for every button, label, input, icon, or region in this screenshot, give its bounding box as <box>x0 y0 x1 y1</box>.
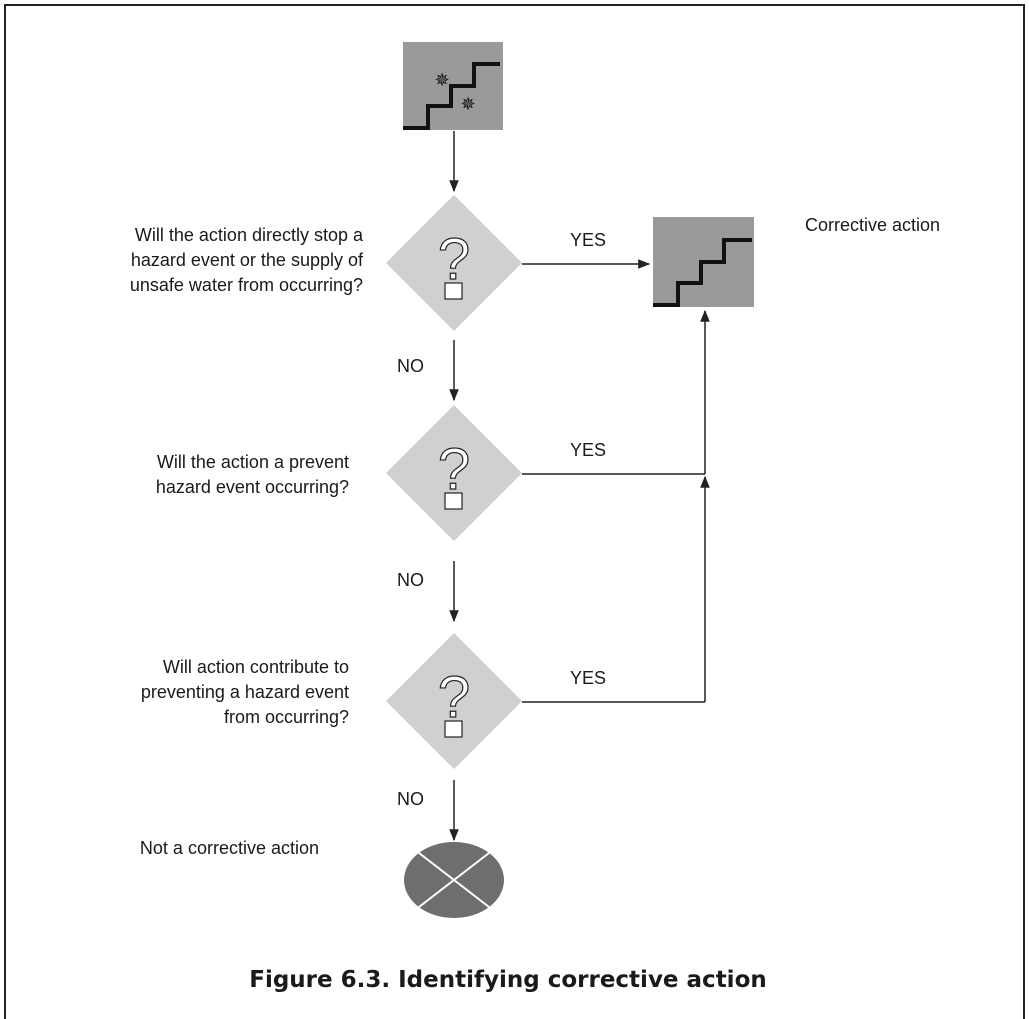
question-2-line-2: hazard event occurring? <box>156 477 349 497</box>
not-corrective-end-icon <box>404 842 504 918</box>
question-mark-icon: ? <box>438 437 470 502</box>
hazard-staircase-icon: ✵ ✵ <box>403 42 503 130</box>
corrective-action-label: Corrective action <box>805 215 940 235</box>
question-mark-dot <box>444 282 463 300</box>
question-mark-icon: ? <box>438 665 470 730</box>
no-label-2: NO <box>397 570 424 590</box>
question-mark-dot <box>444 492 463 510</box>
corrective-action-staircase-icon <box>653 217 754 307</box>
question-3-line-2: preventing a hazard event <box>141 682 349 702</box>
yes-label-1: YES <box>570 230 606 250</box>
question-3-line-1: Will action contribute to <box>163 657 349 677</box>
yes-label-2: YES <box>570 440 606 460</box>
question-1-line-1: Will the action directly stop a <box>135 225 364 245</box>
decision-diamond-2: ? <box>386 405 522 541</box>
not-corrective-label: Not a corrective action <box>140 838 319 858</box>
question-1-line-2: hazard event or the supply of <box>131 250 364 270</box>
question-mark-dot <box>444 720 463 738</box>
no-label-1: NO <box>397 356 424 376</box>
yes-label-3: YES <box>570 668 606 688</box>
question-3-line-3: from occurring? <box>224 707 349 727</box>
question-2-line-1: Will the action a prevent <box>157 452 349 472</box>
decision-diamond-3: ? <box>386 633 522 769</box>
question-mark-icon: ? <box>438 227 470 292</box>
no-label-3: NO <box>397 789 424 809</box>
decision-diamond-1: ? <box>386 195 522 331</box>
question-1-line-3: unsafe water from occurring? <box>130 275 363 295</box>
hazard-spark-icon: ✵ <box>434 70 449 91</box>
figure-frame <box>4 4 1025 1019</box>
hazard-spark-icon: ✵ <box>460 94 475 115</box>
figure-caption: Figure 6.3. Identifying corrective actio… <box>249 967 767 993</box>
